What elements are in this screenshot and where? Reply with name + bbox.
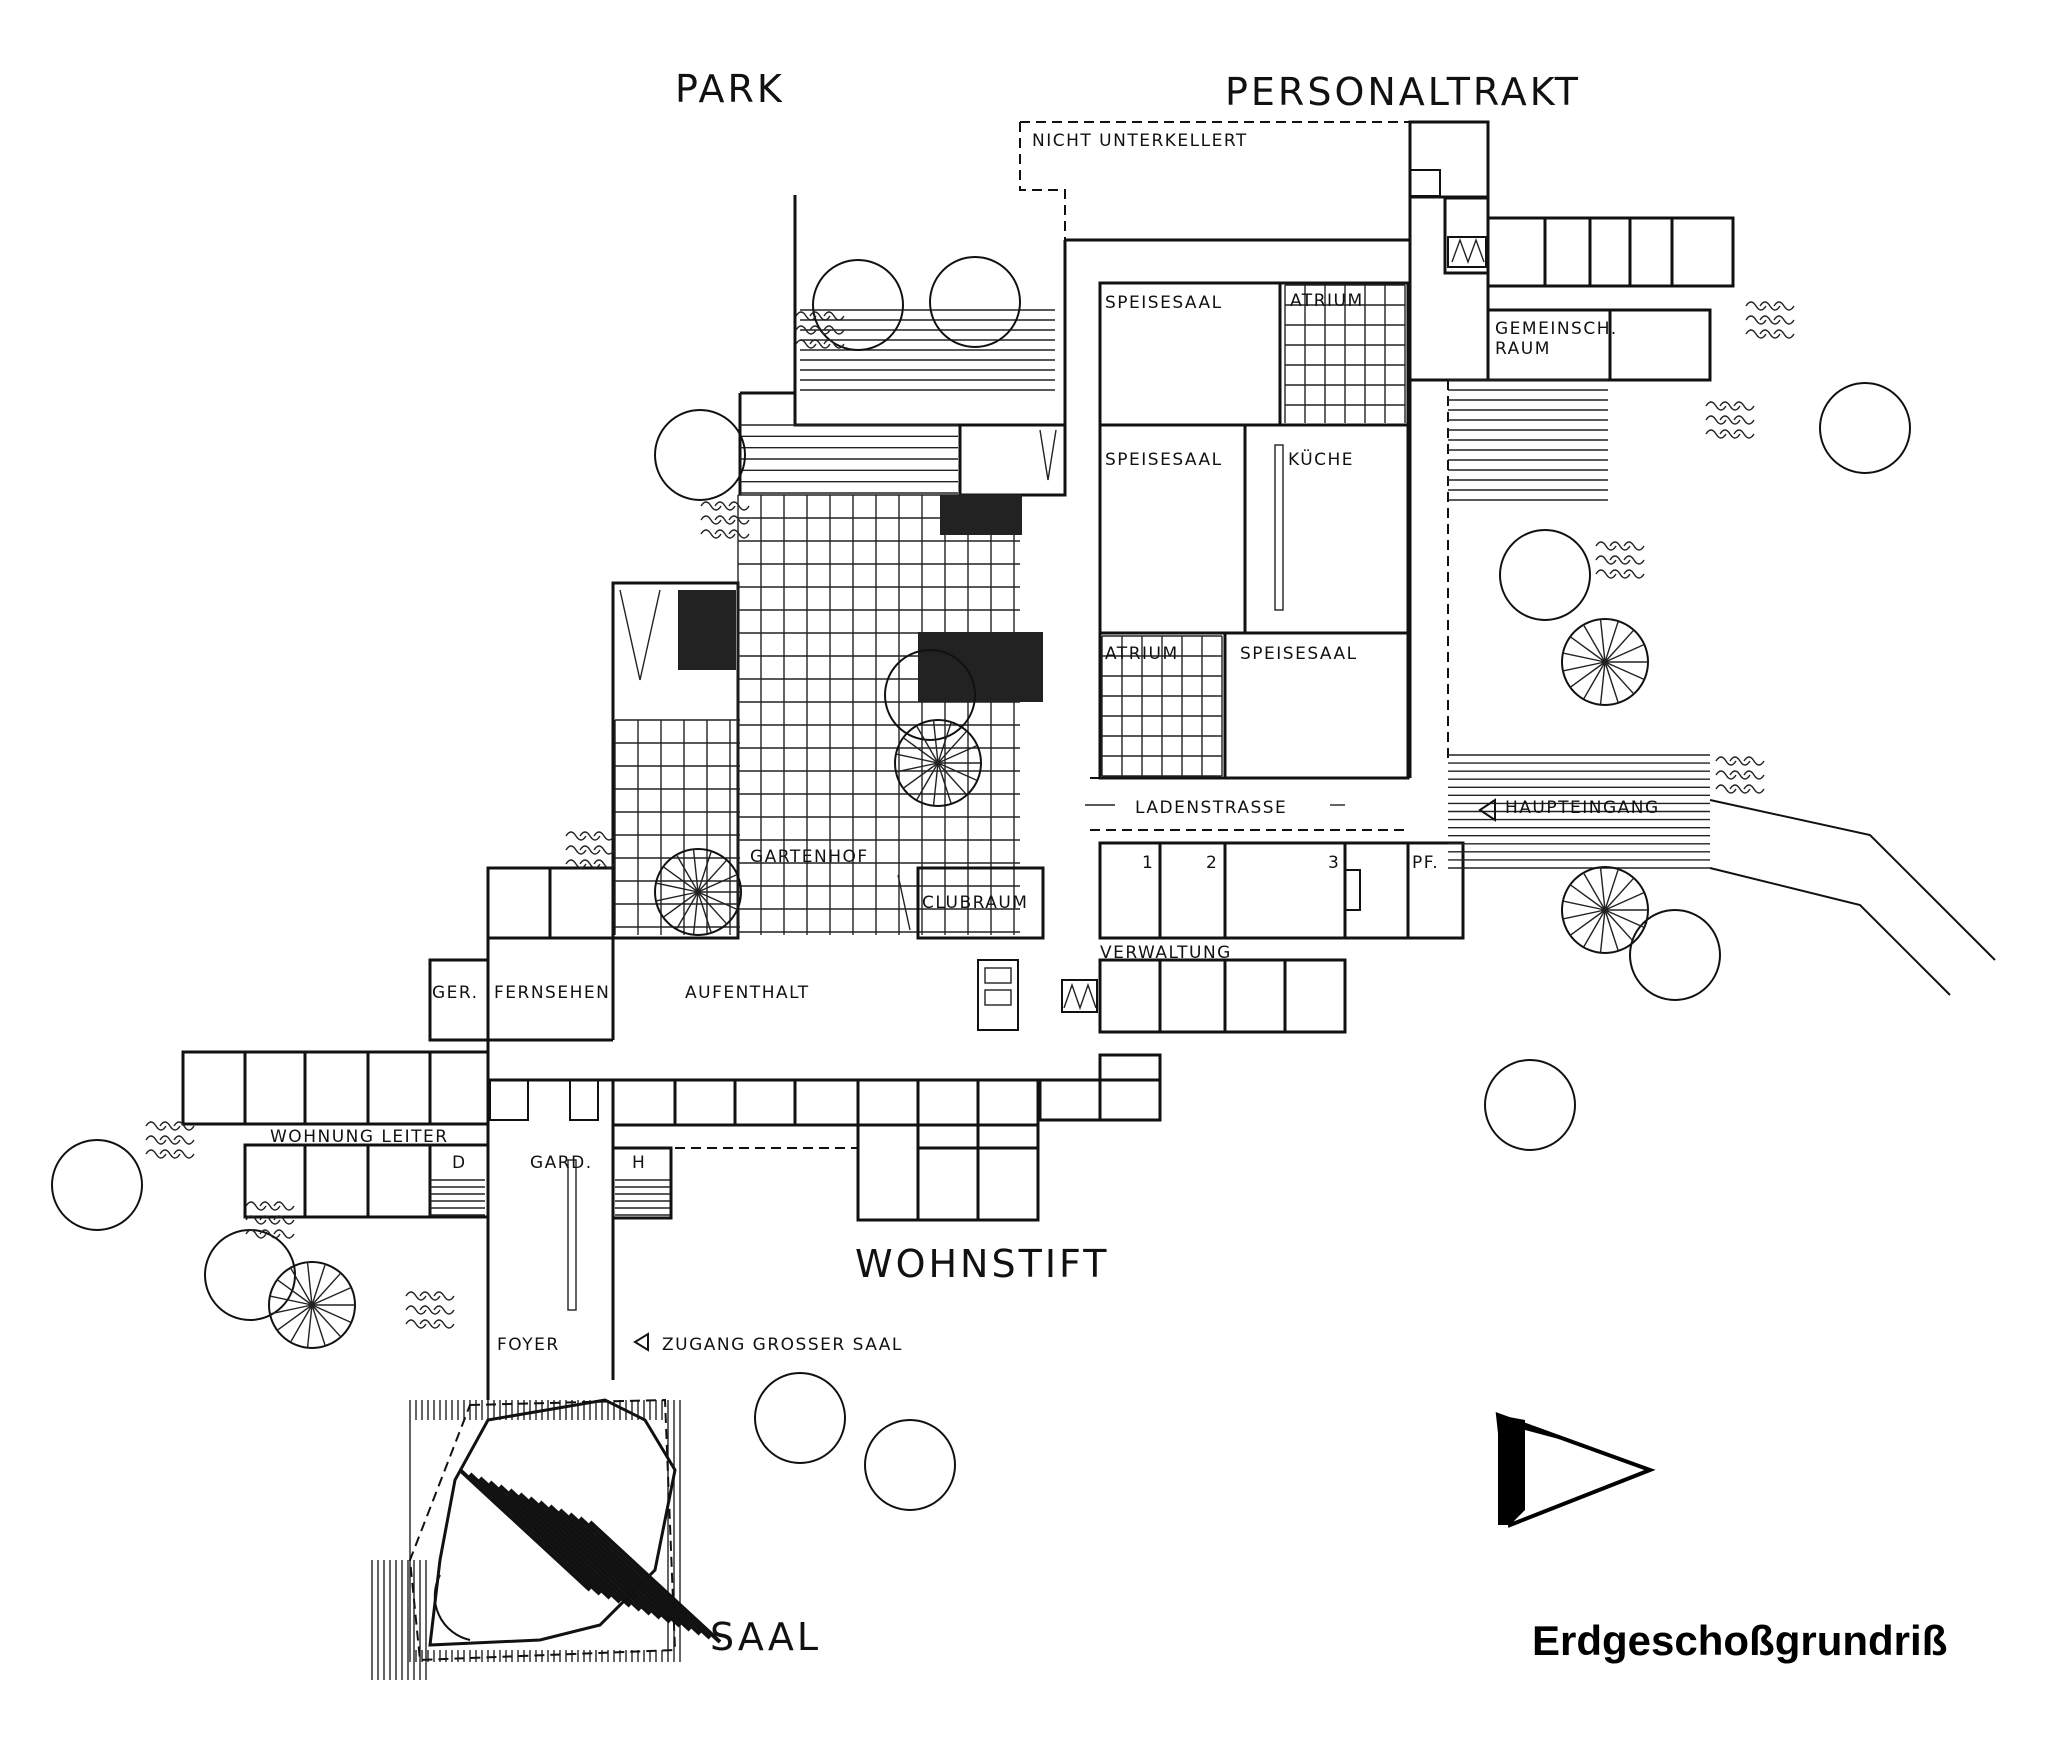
room-label-speisesaal-3: SPEISESAAL [1240, 644, 1358, 664]
west-wing [181, 866, 1162, 1400]
room-label-gartenhof: GARTENHOF [750, 847, 869, 867]
entrance-arrow-icon [633, 1332, 649, 1352]
room-label-haupteingang: HAUPTEINGANG [1505, 798, 1660, 818]
room-label-atrium-1: ATRIUM [1290, 291, 1364, 311]
room-label-foyer: FOYER [497, 1335, 560, 1355]
room-label-kueche: KÜCHE [1288, 448, 1354, 470]
room-label-gard: GARD. [530, 1153, 593, 1173]
room-label-shop-2: 2 [1206, 853, 1218, 873]
room-label-aufenthalt: AUFENTHALT [685, 983, 810, 1003]
room-label-h: H [632, 1153, 646, 1173]
personaltrakt-wing [1408, 120, 1735, 778]
shop-and-admin-block [1061, 777, 1465, 1122]
room-label-pf: PF. [1412, 853, 1439, 873]
note-nicht-unterkellert: NICHT UNTERKELLERT [1032, 131, 1248, 151]
room-label-shop-3: 3 [1328, 853, 1340, 873]
saal-hall [371, 1398, 722, 1680]
zone-label-park: PARK [675, 67, 785, 111]
zone-label-saal: SAAL [710, 1615, 821, 1659]
dining-block [1019, 120, 1490, 780]
plan-title: Erdgeschoßgrundriß [1532, 1617, 1947, 1664]
room-label-fernsehen: FERNSEHEN [494, 983, 610, 1003]
landscaping [51, 256, 1911, 1511]
room-label-ger: GER. [432, 983, 479, 1003]
room-label-verwaltung: VERWALTUNG [1100, 943, 1232, 963]
room-label-shop-1: 1 [1142, 853, 1154, 873]
main-entrance-steps [1448, 754, 1996, 996]
room-label-zugang-grosser-saal: ZUGANG GROSSER SAAL [662, 1335, 903, 1355]
room-label-raum: RAUM [1495, 339, 1551, 359]
north-arrow [1495, 1412, 1656, 1528]
zone-label-wohnstift: WOHNSTIFT [855, 1242, 1109, 1286]
room-label-speisesaal-2: SPEISESAAL [1105, 450, 1223, 470]
room-label-ladenstrasse: LADENSTRASSE [1135, 798, 1287, 818]
room-label-atrium-2: ATRIUM [1105, 644, 1179, 664]
room-label-clubraum: CLUBRAUM [922, 893, 1028, 913]
room-label-d: D [452, 1153, 467, 1173]
zone-label-personaltrakt: PERSONALTRAKT [1225, 70, 1581, 114]
room-label-speisesaal-1: SPEISESAAL [1105, 293, 1223, 313]
gartenhof-courtyard [611, 195, 1067, 940]
room-label-gemeinsch: GEMEINSCH. [1495, 319, 1618, 339]
room-label-wohnung-leiter: WOHNUNG LEITER [270, 1127, 449, 1147]
